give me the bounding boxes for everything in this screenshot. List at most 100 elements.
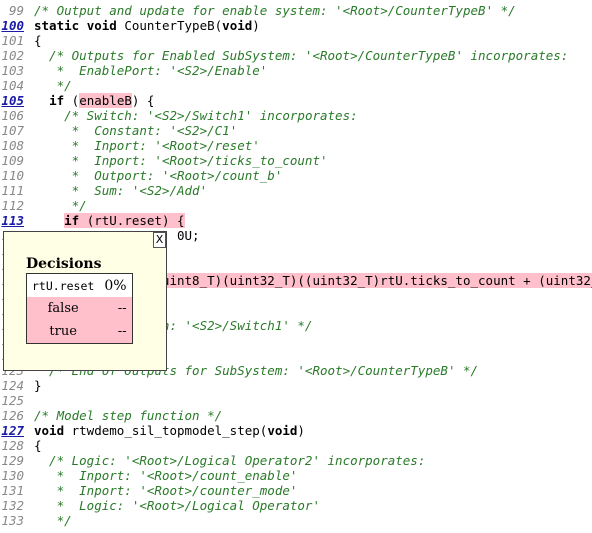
block-link[interactable]: <S2>/Add	[139, 183, 200, 198]
code-token: }	[34, 378, 42, 393]
code-token: ' */	[447, 363, 479, 378]
code-line: 112 */	[0, 198, 592, 213]
line-number: 99	[8, 3, 24, 18]
decision-header-row: rtU.reset 0%	[27, 274, 133, 298]
line-number: 125	[1, 393, 24, 408]
code-text: void rtwdemo_sil_topmodel_step(void)	[34, 423, 305, 438]
code-line: 117 uint8_T)(uint32_T)((uint32_T)rtU.tic…	[0, 273, 592, 288]
line-number: 129	[1, 453, 24, 468]
code-token: */	[34, 78, 72, 93]
code-text: uint8_T)(uint32_T)((uint32_T)rtU.ticks_t…	[34, 273, 592, 288]
code-line: 108 * Inport: '<Root>/reset'	[0, 138, 592, 153]
code-line: 102 /* Outputs for Enabled SubSystem: '<…	[0, 48, 592, 63]
code-line: 130 * Inport: '<Root>/count_enable'	[0, 468, 592, 483]
line-number[interactable]: 127	[1, 423, 24, 438]
code-text: /* Switch: '<S2>/Switch1' incorporates:	[34, 108, 358, 123]
code-text: */	[34, 198, 87, 213]
block-link[interactable]: <Root>/count_enable	[146, 468, 290, 483]
code-token: CounterTypeB(	[124, 18, 223, 33]
block-link[interactable]: <Root>/reset	[161, 138, 253, 153]
block-link[interactable]: <Root>/CounterTypeB	[342, 3, 486, 18]
line-number: 132	[1, 498, 24, 513]
line-number: 130	[1, 468, 24, 483]
code-line: 125	[0, 393, 592, 408]
block-link[interactable]: <S2>/Switch1	[154, 108, 245, 123]
line-number: 107	[1, 123, 24, 138]
block-link[interactable]: <Root>/CounterTypeB	[312, 48, 456, 63]
code-token: ' */	[485, 3, 516, 18]
block-link[interactable]: <S2>/C1	[177, 123, 230, 138]
block-link[interactable]: <Root>/Logical Operator	[139, 498, 313, 513]
outcome-value: --	[99, 320, 133, 344]
code-line: 126/* Model step function */	[0, 408, 592, 423]
block-link[interactable]: <Root>/CounterTypeB	[304, 363, 448, 378]
decision-table: rtU.reset 0% false -- true --	[26, 273, 133, 344]
code-line: 110 * Outport: '<Root>/count_b'	[0, 168, 592, 183]
code-line: 101{	[0, 33, 592, 48]
block-link[interactable]: <Root>/counter_mode	[146, 483, 290, 498]
code-token: rtwdemo_sil_topmodel_step(	[64, 423, 268, 438]
code-text: * EnablePort: '<S2>/Enable'	[34, 63, 268, 78]
code-text: if (enableB) {	[34, 93, 154, 108]
code-text: * Constant: '<S2>/C1'	[34, 123, 238, 138]
line-number[interactable]: 100	[1, 18, 24, 33]
decision-percent: 0%	[104, 277, 127, 294]
block-link[interactable]: <Root>/Logical Operator2	[131, 453, 313, 468]
code-text: }	[34, 378, 42, 393]
block-link[interactable]: <S2>/Switch1	[192, 318, 283, 333]
line-number: 102	[1, 48, 24, 63]
line-number: 112	[1, 198, 24, 213]
code-line: 111 * Sum: '<S2>/Add'	[0, 183, 592, 198]
code-text: {	[34, 33, 42, 48]
code-text: * Inport: '<Root>/ticks_to_count'	[34, 153, 328, 168]
code-line: 99 /* Output and update for enable system…	[0, 3, 592, 18]
outcome-row-true: true --	[26, 320, 133, 344]
code-token: * Inport: '	[34, 138, 162, 153]
line-number[interactable]: 113	[1, 213, 24, 228]
code-token: '	[289, 483, 298, 498]
code-text: * Logic: '<Root>/Logical Operator'	[34, 498, 320, 513]
code-token: {	[34, 438, 42, 453]
code-token: * Inport: '	[34, 153, 162, 168]
code-token: {	[34, 33, 42, 48]
code-line: 132 * Logic: '<Root>/Logical Operator'	[0, 498, 592, 513]
code-token: '	[319, 153, 328, 168]
code-token: void	[86, 18, 125, 33]
block-link[interactable]: <Root>/ticks_to_count	[161, 153, 320, 168]
code-token	[34, 93, 49, 108]
line-number: 131	[1, 483, 24, 498]
line-number[interactable]: 105	[1, 93, 24, 108]
code-text: * Inport: '<Root>/count_enable'	[34, 468, 298, 483]
code-token: '	[252, 138, 260, 153]
code-token: )	[252, 18, 260, 33]
code-token: '	[229, 123, 238, 138]
code-token: '	[199, 183, 208, 198]
code-token: uint8_T)(uint32_T)((uint32_T)rtU.ticks_t…	[34, 273, 592, 288]
line-number: 103	[1, 63, 24, 78]
code-text: if (rtU.reset) {	[34, 213, 185, 228]
block-link[interactable]: <Root>/count_b	[169, 168, 275, 183]
code-line: 105 if (enableB) {	[0, 93, 592, 108]
code-text: */	[34, 78, 72, 93]
code-text: 0U;	[34, 228, 200, 243]
code-token: ' incorporates:	[244, 108, 358, 123]
code-text: * Inport: '<Root>/counter_mode'	[34, 483, 298, 498]
code-token: * Outport: '	[34, 168, 170, 183]
code-token: ' */	[282, 318, 313, 333]
decision-expression: rtU.reset	[32, 278, 95, 293]
block-link[interactable]: <S2>/Enable	[177, 63, 260, 78]
code-token: */	[34, 513, 72, 528]
line-number: 108	[1, 138, 24, 153]
code-text: * Inport: '<Root>/reset'	[34, 138, 260, 153]
code-token: void	[34, 423, 65, 438]
outcome-row-false: false --	[26, 297, 133, 320]
code-token: '	[289, 468, 298, 483]
decision-coverage-popup: X Decisions analyzed: rtU.reset 0% false…	[3, 231, 167, 371]
line-number: 106	[1, 108, 24, 123]
code-text: {	[34, 438, 42, 453]
line-number: 133	[1, 513, 24, 528]
code-token: ' incorporates:	[455, 48, 569, 63]
code-token: /* Output and update for enable system: …	[34, 3, 343, 18]
close-icon[interactable]: X	[153, 232, 166, 248]
code-text: /* Outputs for Enabled SubSystem: '<Root…	[34, 48, 568, 63]
